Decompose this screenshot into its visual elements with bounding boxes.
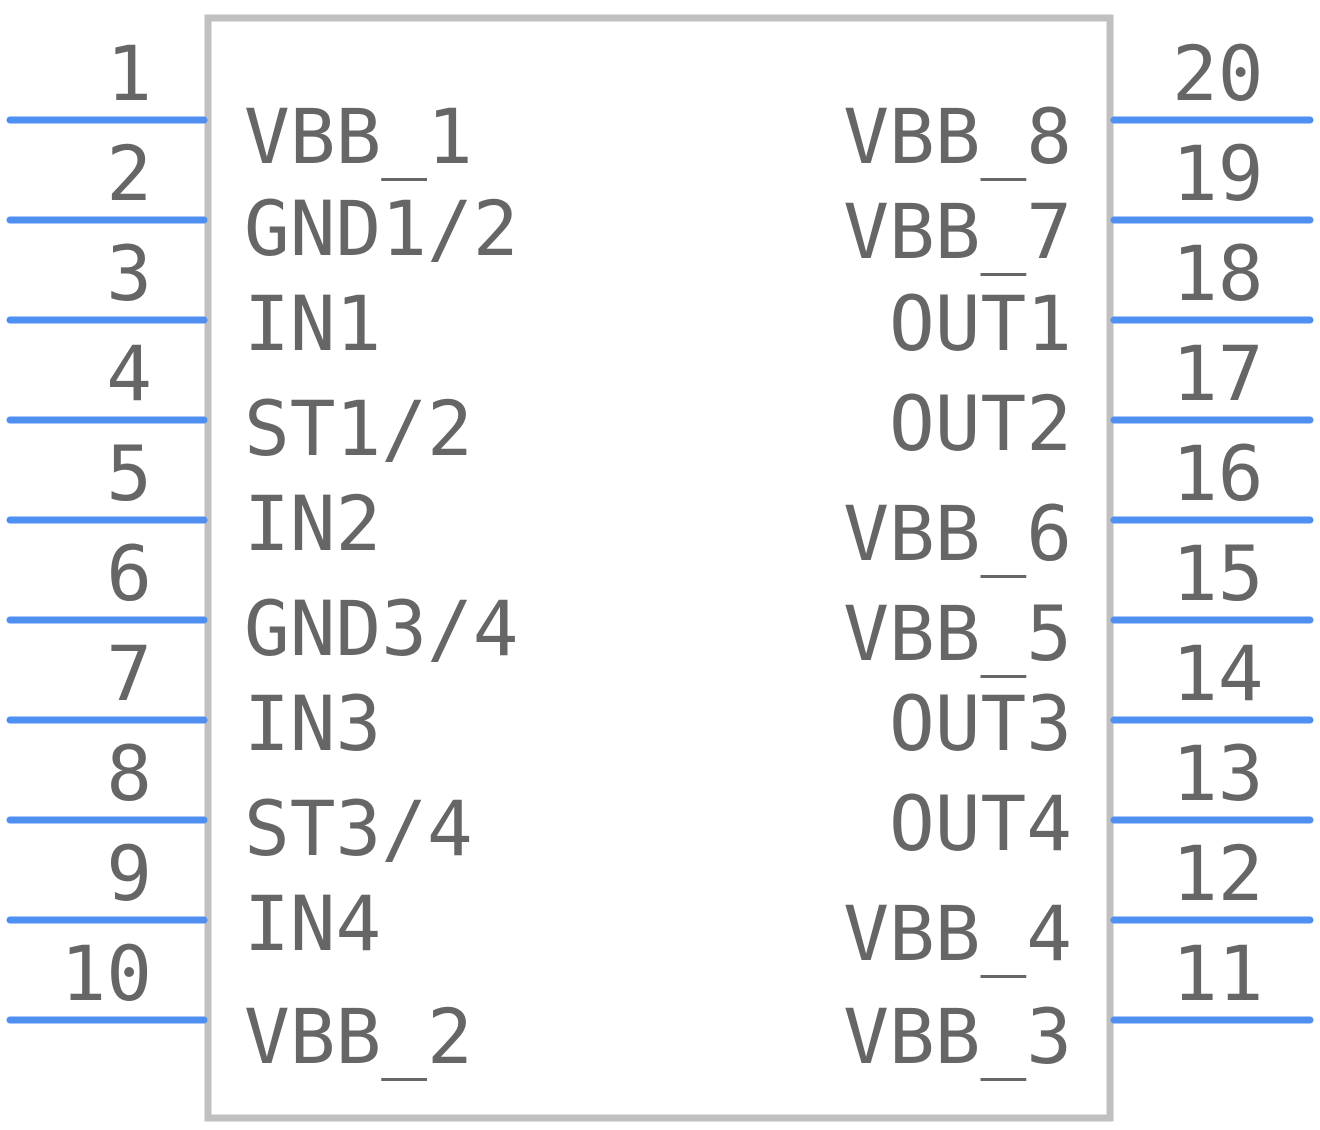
pin-15-number: 15 <box>1172 529 1264 618</box>
pin-13-number: 13 <box>1172 729 1264 818</box>
pin-3-label: IN1 <box>244 279 381 368</box>
pin-8-number: 8 <box>106 729 152 818</box>
pin-7-label: IN3 <box>244 679 381 768</box>
pin-18-label: OUT1 <box>889 279 1072 368</box>
pin-17-label: OUT2 <box>889 379 1072 468</box>
pin-2-label: GND1/2 <box>244 184 519 273</box>
pin-20-label: VBB_8 <box>843 92 1072 181</box>
pin-9-number: 9 <box>106 829 152 918</box>
pin-10-number: 10 <box>60 929 152 1018</box>
pin-5-number: 5 <box>106 429 152 518</box>
pin-14-label: OUT3 <box>889 679 1072 768</box>
pin-12-number: 12 <box>1172 829 1264 918</box>
pin-14-number: 14 <box>1172 629 1264 718</box>
pin-5-label: IN2 <box>244 479 381 568</box>
pin-8-label: ST3/4 <box>244 784 473 873</box>
component-body <box>204 14 1114 1122</box>
pin-17-number: 17 <box>1172 329 1264 418</box>
pin-15-label: VBB_5 <box>843 589 1072 678</box>
pin-4-label: ST1/2 <box>244 384 473 473</box>
pin-18-number: 18 <box>1172 229 1264 318</box>
pin-12-label: VBB_4 <box>843 889 1072 978</box>
pin-6-label: GND3/4 <box>244 584 519 673</box>
pin-3-number: 3 <box>106 229 152 318</box>
pin-11-number: 11 <box>1172 929 1264 1018</box>
pin-1-label: VBB_1 <box>244 92 473 181</box>
pin-19-label: VBB_7 <box>843 187 1072 276</box>
pin-2-number: 2 <box>106 129 152 218</box>
pin-4-number: 4 <box>106 329 152 418</box>
pin-16-label: VBB_6 <box>843 489 1072 578</box>
pin-19-number: 19 <box>1172 129 1264 218</box>
pin-6-number: 6 <box>106 529 152 618</box>
pin-1-number: 1 <box>106 29 152 118</box>
pin-10-label: VBB_2 <box>244 992 473 1081</box>
pin-7-number: 7 <box>106 629 152 718</box>
pin-16-number: 16 <box>1172 429 1264 518</box>
pin-13-label: OUT4 <box>889 779 1072 868</box>
pin-9-label: IN4 <box>244 879 381 968</box>
pin-11-label: VBB_3 <box>843 992 1072 1081</box>
pin-20-number: 20 <box>1172 29 1264 118</box>
